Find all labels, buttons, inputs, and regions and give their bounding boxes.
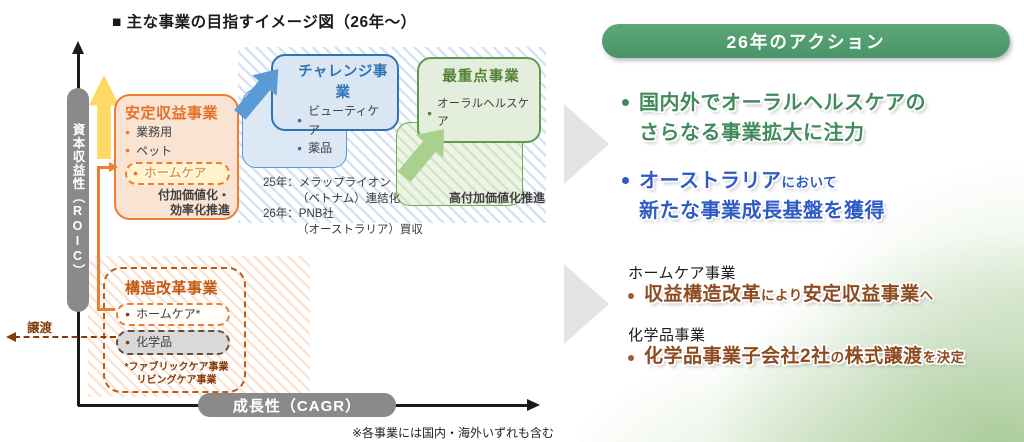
- diagram-footnote: ※各事業には国内・海外いずれも含む: [352, 426, 555, 440]
- stable-note-line1: 付加価値化・: [157, 188, 230, 203]
- hatched-area-orange: [88, 256, 310, 397]
- priority-item-oral: オーラルヘルスケア: [427, 96, 535, 132]
- reform-footnote: *ファブリックケア事業 リビングケア事業: [105, 361, 248, 387]
- transfer-dashed-line: [14, 336, 116, 338]
- y-axis-label: 資本収益性（ROIC）: [67, 88, 89, 312]
- y-axis-arrowhead: [72, 41, 84, 54]
- chemicals-section-label: 化学品事業: [628, 327, 706, 344]
- bullet-dot-icon: [622, 99, 629, 106]
- bullet-dot-icon: [628, 355, 634, 361]
- chevron-right-icon: [564, 104, 609, 184]
- x-axis-label: 成長性（CAGR）: [198, 393, 396, 417]
- action-bullet-oral: 国内外でオーラルヘルスケアの さらなる事業拡大に注力: [622, 88, 926, 148]
- stable-homecare-oval: ホームケア: [125, 162, 230, 186]
- action-australia-line2: 新たな事業成長基盤を獲得: [639, 200, 885, 222]
- homecare-section-label: ホームケア事業: [628, 265, 737, 282]
- priority-note: 高付加価値化推進: [449, 191, 546, 205]
- chemicals-emph2: 株式譲渡: [844, 346, 923, 367]
- challenge-item-beauty: ビューティケア: [283, 102, 391, 139]
- reform-chemicals-oval: 化学品: [116, 330, 230, 355]
- chemicals-small1: の: [830, 350, 845, 365]
- action-australia-small: において: [781, 175, 838, 190]
- homecare-small2: へ: [919, 288, 934, 303]
- bullet-dot-icon: [622, 177, 629, 184]
- connector-vertical-line: [97, 166, 100, 310]
- stable-note: 付加価値化・ 効率化推進: [125, 188, 230, 217]
- x-axis-arrowhead: [527, 399, 540, 411]
- priority-title: 最重点事業: [442, 69, 520, 85]
- connector-bottom-line: [97, 308, 115, 311]
- connector-top-line: [97, 166, 110, 169]
- page-title: ■ 主な事業の目指すイメージ図（26年～）: [112, 14, 417, 31]
- action-bullet-australia: オーストラリアにおいて 新たな事業成長基盤を獲得: [622, 166, 885, 226]
- homecare-emph2: 安定収益事業: [802, 284, 920, 305]
- priority-box: 最重点事業 オーラルヘルスケア: [417, 57, 541, 143]
- bullet-dot-icon: [628, 293, 634, 299]
- homecare-small1: により: [761, 288, 803, 303]
- action-panel-header: 26年のアクション: [602, 24, 1010, 58]
- action-bullet-oral-line1: 国内外でオーラルヘルスケアの: [639, 92, 926, 114]
- chevron-right-icon: [564, 264, 609, 344]
- reform-footnote-line1: *ファブリックケア事業: [124, 362, 229, 373]
- stable-item-pet: ペット: [125, 142, 230, 161]
- connector-arrowhead-icon: [109, 162, 118, 172]
- ma-note-line1: 25年：メラップライオン: [263, 177, 391, 189]
- stable-revenue-box: 安定収益事業 業務用 ペット ホームケア 付加価値化・ 効率化推進: [114, 94, 239, 220]
- reform-homecare-oval: ホームケア*: [116, 303, 230, 326]
- stable-item-commercial: 業務用: [125, 123, 230, 142]
- reform-footnote-line2: リビングケア事業: [136, 375, 217, 386]
- challenge-box: チャレンジ事業 ビューティケア 薬品: [271, 54, 399, 155]
- green-leaf-background: [580, 140, 1024, 442]
- reform-box: 構造改革事業 ホームケア* 化学品 *ファブリックケア事業 リビングケア事業: [103, 267, 246, 393]
- action-bullet-chemicals: 化学品事業子会社2社の株式譲渡を決定: [628, 344, 965, 371]
- action-bullet-oral-line2: さらなる事業拡大に注力: [639, 122, 865, 144]
- chemicals-small2: を決定: [922, 350, 965, 365]
- challenge-title: チャレンジ事業: [298, 64, 388, 101]
- reform-item-chemicals: 化学品: [125, 333, 172, 352]
- chemicals-emph1: 化学品事業子会社2社: [644, 346, 831, 367]
- ma-history-note: 25年：メラップライオン （ベトナム）連結化 26年：PNB社 （オーストラリア…: [263, 176, 423, 238]
- transfer-label: 譲渡: [27, 321, 53, 335]
- stable-revenue-title: 安定収益事業: [125, 105, 219, 122]
- transfer-arrowhead-icon: [6, 332, 16, 342]
- reform-title: 構造改革事業: [125, 280, 219, 297]
- reform-item-homecare: ホームケア*: [125, 305, 200, 324]
- action-australia-emph: オーストラリア: [639, 170, 782, 192]
- ma-note-line3: 26年：PNB社: [263, 208, 334, 221]
- challenge-item-pharma: 薬品: [283, 139, 391, 158]
- stable-note-line2: 効率化推進: [169, 202, 230, 217]
- action-bullet-homecare: 収益構造改革により安定収益事業へ: [628, 282, 934, 309]
- stable-item-homecare: ホームケア: [133, 164, 206, 183]
- ma-note-line4: （オーストラリア）買収: [297, 223, 423, 236]
- ma-note-line2: （ベトナム）連結化: [297, 192, 401, 205]
- homecare-emph1: 収益構造改革: [644, 284, 762, 305]
